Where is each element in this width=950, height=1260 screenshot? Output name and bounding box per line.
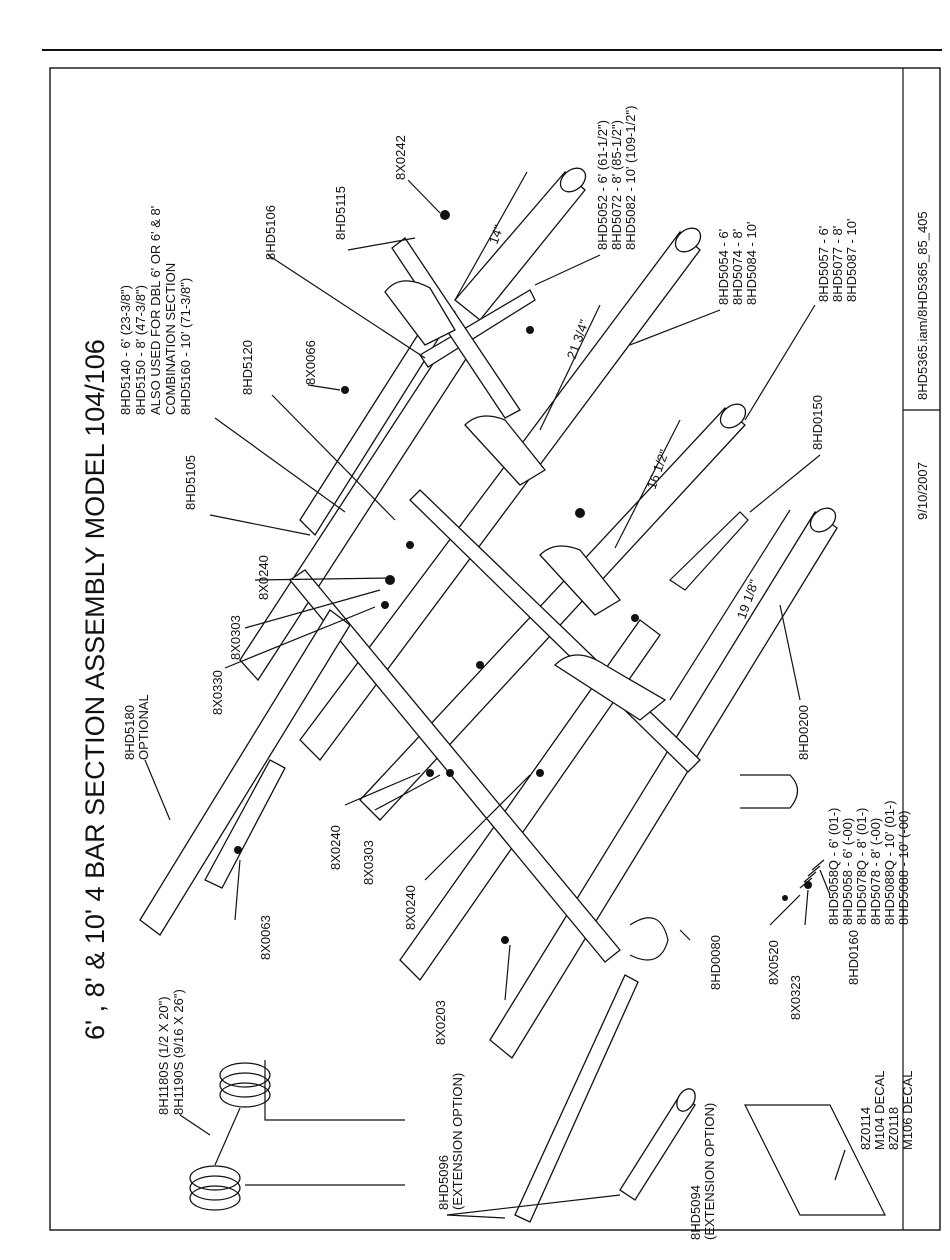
label-8X0066: 8X0066 <box>303 340 318 385</box>
label-8X0323: 8X0323 <box>788 975 803 1020</box>
label-decal: 8Z0114 M104 DECAL 8Z0118 M106 DECAL <box>858 1067 915 1150</box>
pin-8HD0150 <box>669 511 749 591</box>
label-8X0240-mid: 8X0240 <box>328 825 343 870</box>
label-8HD5094: 8HD5094 (EXTENSION OPTION) <box>688 1103 717 1240</box>
extension-8HD5094 <box>619 1088 696 1201</box>
drawing-frame <box>49 67 941 1231</box>
label-8HD0150: 8HD0150 <box>810 395 825 450</box>
decal-8Z0114 <box>744 1104 886 1216</box>
extension-8HD5096 <box>514 974 639 1223</box>
u-bolt-8HD0200 <box>740 774 799 809</box>
tube-lower-b <box>399 619 661 982</box>
label-8X0240-top: 8X0240 <box>256 555 271 600</box>
tube-lower-a <box>239 329 476 682</box>
label-8HD5120: 8HD5120 <box>240 340 255 395</box>
bar-8HD5115 <box>391 237 521 419</box>
label-8X0203: 8X0203 <box>433 1000 448 1045</box>
assembly-drawing <box>139 167 886 1223</box>
tine-8H1180S <box>189 1060 405 1211</box>
label-8HD5115: 8HD5115 <box>333 186 348 240</box>
footer-file-name: 8HD5365.iam/8HD5365_85_405 <box>915 211 930 400</box>
label-8HD5058: 8HD5058Q - 6' (01-) 8HD5058 - 6' (-00) 8… <box>826 797 911 925</box>
label-8HD5180: 8HD5180 OPTIONAL <box>122 694 151 760</box>
label-8H1180S: 8H1180S (1/2 X 20") 8H1190S (9/16 X 26") <box>156 989 186 1115</box>
bar-8HD5105 <box>289 569 621 963</box>
label-8HD5096: 8HD5096 (EXTENSION OPTION) <box>436 1073 465 1210</box>
label-8X0242: 8X0242 <box>393 135 408 180</box>
label-8X0240-low: 8X0240 <box>403 885 418 930</box>
label-8HD0200: 8HD0200 <box>796 705 811 760</box>
label-8HD5105: 8HD5105 <box>183 455 198 510</box>
spring-8HD0160 <box>799 859 825 889</box>
bar-8HD5106 <box>419 289 536 368</box>
label-8X0063: 8X0063 <box>258 915 273 960</box>
label-8HD5054: 8HD5054 - 6' 8HD5074 - 8' 8HD5084 - 10' <box>716 222 759 305</box>
footer-date: 9/10/2007 <box>915 462 930 520</box>
label-8HD0080: 8HD0080 <box>708 935 723 990</box>
label-8X0303-top: 8X0303 <box>228 615 243 660</box>
label-8HD5106: 8HD5106 <box>263 205 278 260</box>
label-8HD5057: 8HD5057 - 6' 8HD5077 - 8' 8HD5087 - 10' <box>816 219 859 302</box>
tube-8HD5180 <box>139 609 351 936</box>
label-8HD0160: 8HD0160 <box>846 930 861 985</box>
tube-8HD5052 <box>454 167 587 321</box>
label-8X0520: 8X0520 <box>766 940 781 985</box>
label-8HD5052: 8HD5052 - 6' (61-1/2") 8HD5072 - 8' (85-… <box>595 106 638 250</box>
part-labels: 8HD5140 - 6' (23-3/8") 8HD5150 - 8' (47-… <box>118 106 915 1240</box>
dimension-14: 14" <box>486 223 507 246</box>
label-8X0330: 8X0330 <box>210 670 225 715</box>
clamp-8HD0080 <box>629 917 669 961</box>
page-title: 6' , 8' & 10' 4 BAR SECTION ASSEMBLY MOD… <box>80 339 110 1040</box>
label-8HD5140: 8HD5140 - 6' (23-3/8") 8HD5150 - 8' (47-… <box>118 202 193 415</box>
label-8X0303-mid: 8X0303 <box>361 840 376 885</box>
tube-8HD5057 <box>359 403 747 821</box>
tube-8HD5054 <box>299 227 702 761</box>
